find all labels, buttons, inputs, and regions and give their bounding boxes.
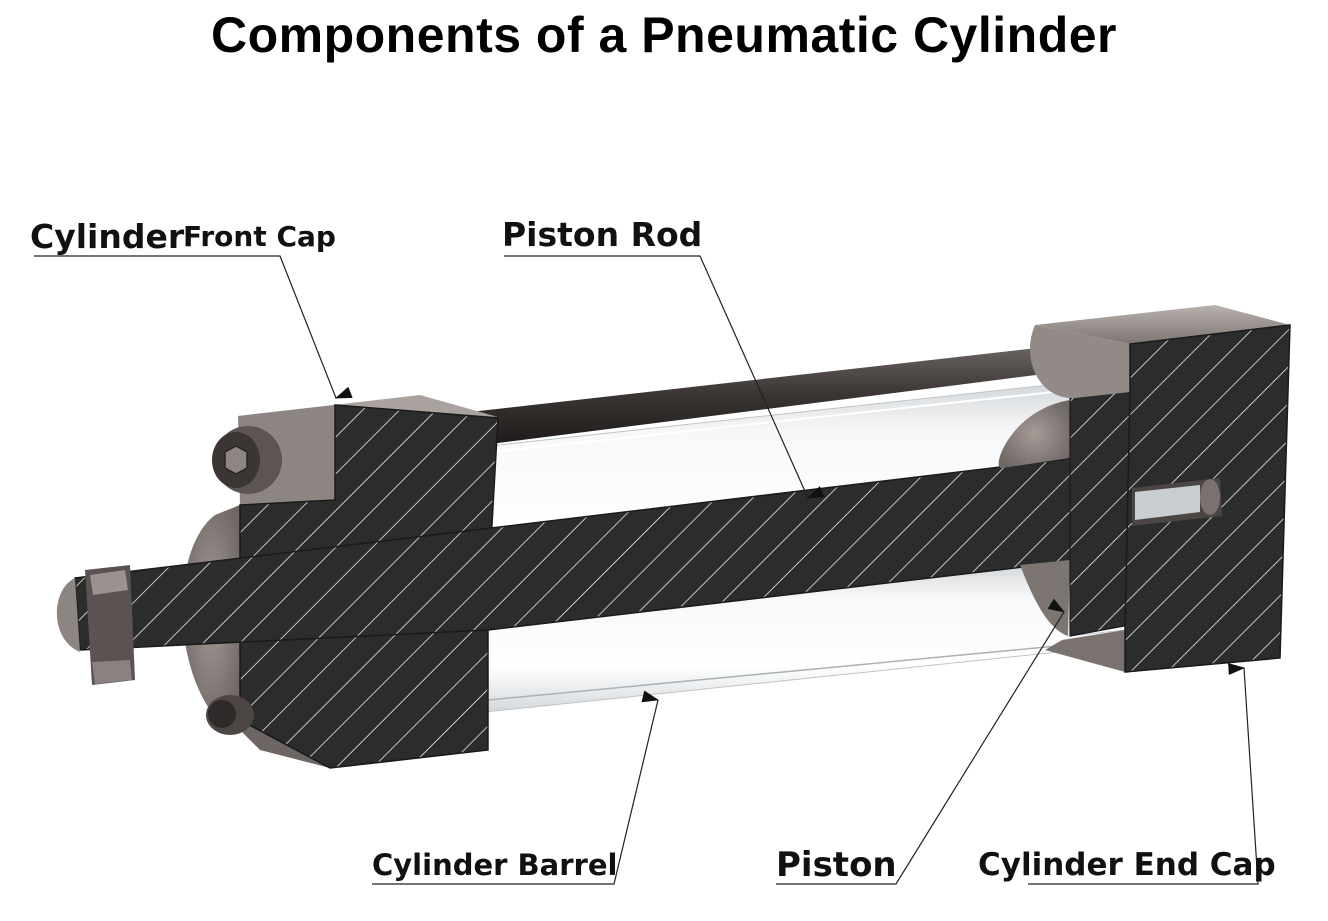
page-title: Components of a Pneumatic Cylinder xyxy=(210,7,1117,63)
label-cylinder-barrel: Cylinder Barrel xyxy=(372,848,617,882)
label-piston: Piston xyxy=(776,845,897,885)
leader-piston-rod xyxy=(504,255,825,499)
label-front-cap-word2: Front Cap xyxy=(183,220,336,253)
label-end-cap: Cylinder End Cap xyxy=(978,847,1276,883)
label-piston-rod: Piston Rod xyxy=(502,215,702,254)
leader-cylinder-barrel xyxy=(372,690,660,885)
socket-head-screw-top xyxy=(212,426,282,494)
leader-lines xyxy=(34,255,1259,885)
leader-end-cap xyxy=(1028,663,1259,885)
label-front-cap-word1: Cylinder xyxy=(30,217,185,256)
leader-piston xyxy=(776,598,1066,885)
leader-front-cap xyxy=(34,255,353,399)
socket-head-screw-bottom xyxy=(206,695,254,735)
end-cap xyxy=(1029,305,1291,673)
